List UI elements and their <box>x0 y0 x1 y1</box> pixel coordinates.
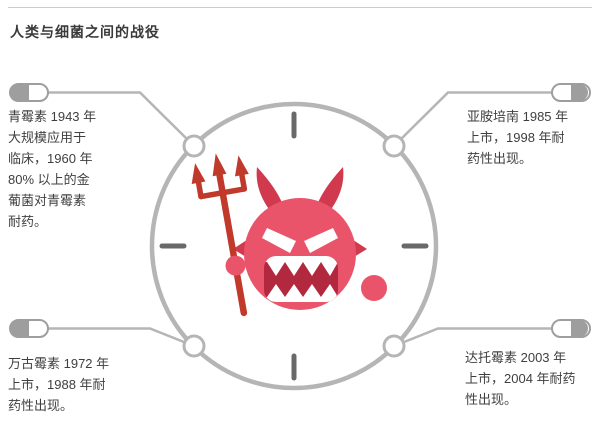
devil-left-fist <box>225 255 246 276</box>
devil-eye-left <box>262 228 296 253</box>
page-title: 人类与细菌之间的战役 <box>10 24 160 40</box>
pill-icon-bottomright <box>551 319 591 338</box>
timeline-ring <box>149 101 439 391</box>
node-circle-topleft <box>182 134 206 158</box>
node-circle-topright <box>382 134 406 158</box>
connector-line-bottomleft <box>48 327 195 348</box>
pill-icon-topleft <box>9 83 49 102</box>
devil-horn-right <box>316 167 344 212</box>
node-circle-bottomright <box>382 334 406 358</box>
connector-line-topleft <box>48 91 195 147</box>
node-circle-bottomleft <box>182 334 206 358</box>
annotation-daptomycin: 达托霉素 2003 年上市，2004 年耐药性出现。 <box>465 350 576 407</box>
pill-icon-topright <box>551 83 591 102</box>
connector-line-bottomright <box>393 327 552 348</box>
devil-right-arm <box>361 275 387 301</box>
trident-icon <box>191 153 249 317</box>
connector-line-topright <box>393 91 552 147</box>
devil-horn-left <box>256 167 284 212</box>
top-divider <box>8 7 592 8</box>
annotation-imipenem: 亚胺培南 1985 年上市，1998 年耐药性出现。 <box>467 109 569 166</box>
annotation-vancomycin: 万古霉素 1972 年上市，1988 年耐药性出现。 <box>8 356 110 413</box>
annotation-penicillin: 青霉素 1943 年大规模应用于临床，1960 年 80% 以上的金葡菌对青霉素… <box>8 109 97 229</box>
pill-icon-bottomleft <box>9 319 49 338</box>
devil-eye-right <box>304 228 338 253</box>
devil-bacteria-icon <box>191 153 387 317</box>
devil-grin <box>264 256 338 302</box>
